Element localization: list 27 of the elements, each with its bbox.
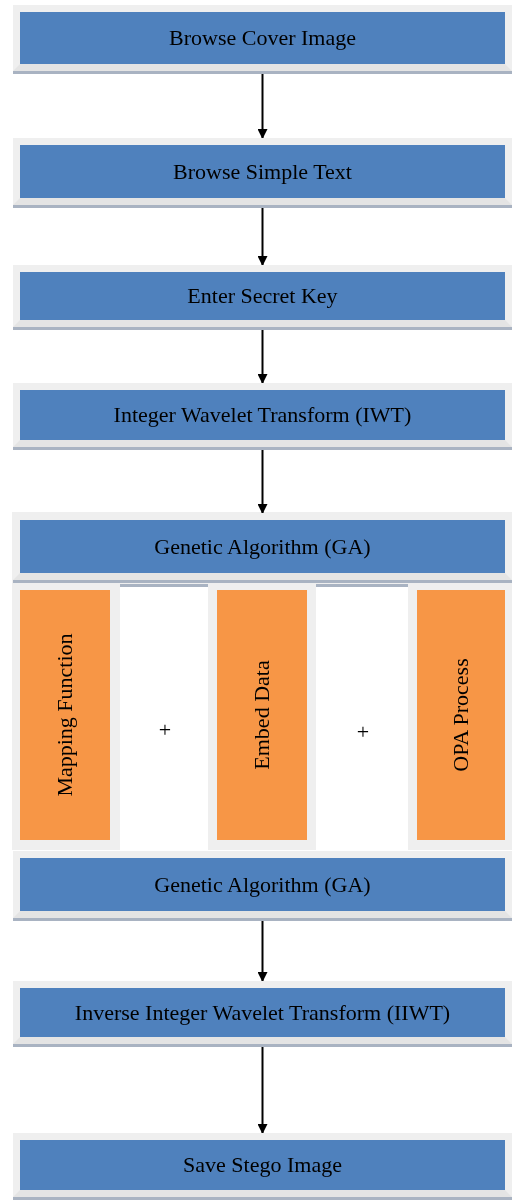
box-label: Enter Secret Key <box>186 282 339 310</box>
process-box <box>13 1133 512 1197</box>
plus-sign: + <box>355 718 371 746</box>
process-box <box>13 513 512 580</box>
process-box <box>13 138 512 205</box>
box-label: Embed Data <box>249 660 275 770</box>
process-box <box>13 5 512 71</box>
process-box <box>13 981 512 1044</box>
box-label: Genetic Algorithm (GA) <box>153 870 372 899</box>
process-box <box>13 265 512 327</box>
arrow <box>257 73 268 139</box>
process-box <box>13 851 512 918</box>
box-label: Mapping Function <box>52 633 78 797</box>
box-label: Genetic Algorithm (GA) <box>153 532 372 561</box>
plus-sign: + <box>157 716 173 744</box>
box-label: Inverse Integer Wavelet Transform (IIWT) <box>73 998 452 1027</box>
arrow <box>257 1046 268 1134</box>
process-box <box>13 383 512 447</box>
arrow <box>257 207 268 266</box>
arrow <box>257 920 268 982</box>
arrow <box>257 449 268 514</box>
arrow <box>257 329 268 384</box>
box-label: Integer Wavelet Transform (IWT) <box>112 401 413 429</box>
box-label: Save Stego Image <box>182 1151 343 1179</box>
box-label: Browse Simple Text <box>172 157 353 186</box>
box-label: OPA Process <box>448 658 474 772</box>
box-label: Browse Cover Image <box>168 24 357 52</box>
